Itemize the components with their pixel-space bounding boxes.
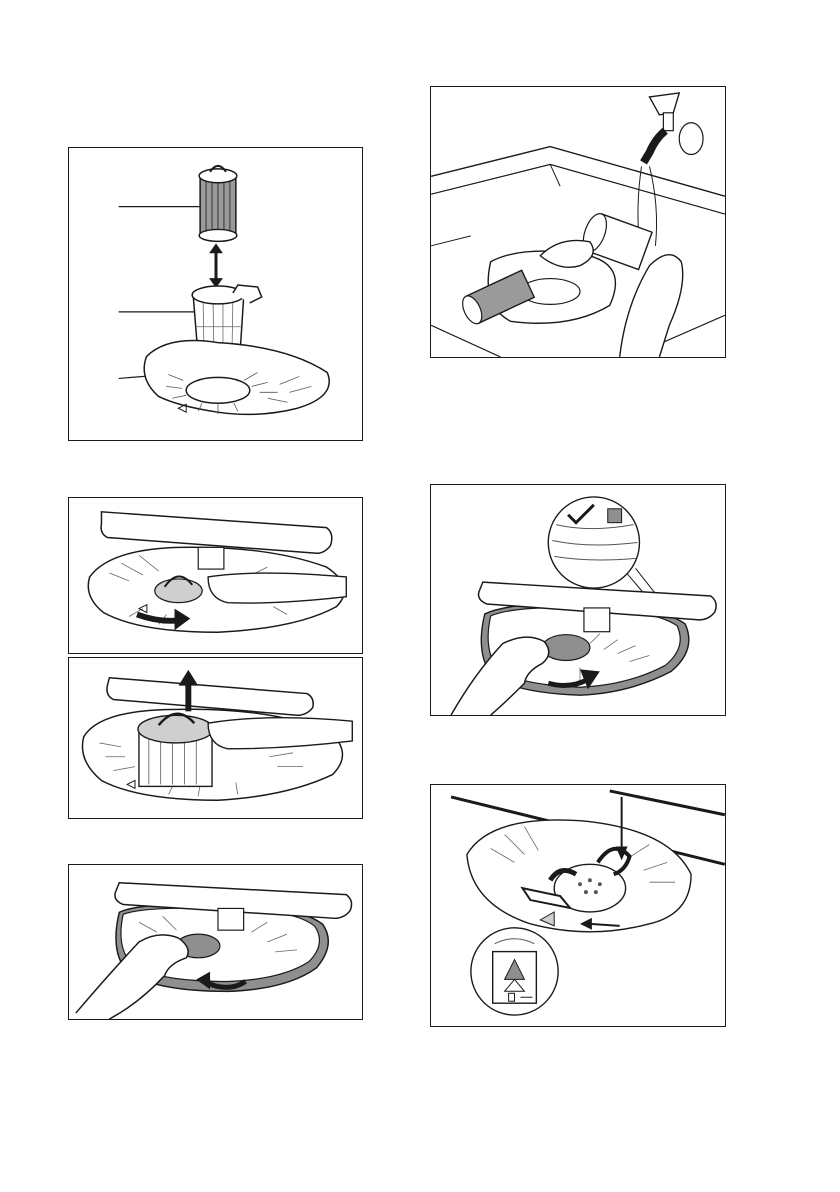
remove-flat-filter-illustration [69, 865, 362, 1019]
lock-filter-illustration [431, 785, 725, 1026]
turn-filter-illustration [69, 498, 362, 653]
turn-filter-panel [68, 497, 363, 654]
install-flat-filter-illustration [431, 485, 725, 715]
lift-filter-panel [68, 657, 363, 819]
lock-filter-panel [430, 784, 726, 1027]
filter-assembly-panel [68, 147, 363, 441]
remove-flat-filter-panel [68, 864, 363, 1020]
filter-assembly-illustration [69, 148, 362, 440]
rinse-filters-panel [430, 86, 726, 358]
lift-filter-illustration [69, 658, 362, 818]
install-flat-filter-panel [430, 484, 726, 716]
rinse-filters-illustration [431, 87, 725, 357]
